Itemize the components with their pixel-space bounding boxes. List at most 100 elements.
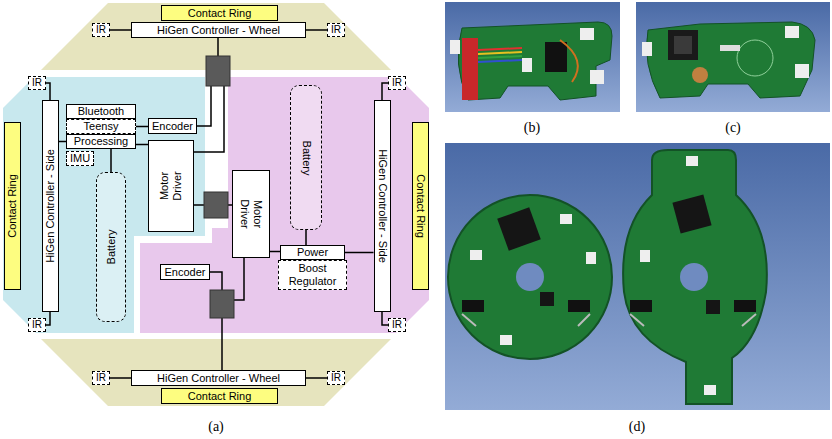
ir-sensor-box: IR [28,318,46,332]
photo-background [445,2,620,112]
ir-sensor-box: IR [327,371,345,385]
pcb-disc [448,195,612,359]
ir-sensor-box: IR [388,76,406,90]
pcb-board [623,150,767,404]
node-label: Teensy [84,120,119,133]
module-box: Teensy [66,119,136,134]
wire-connector [59,141,67,143]
panel-label: (c) [713,120,753,136]
node-label: IR [32,319,42,331]
wire [560,40,578,82]
module-box: Processing [66,134,136,149]
node-label: Contact Ring [6,126,19,286]
battery-cell [692,67,708,83]
node-label: IR [96,24,106,36]
photo-background [636,2,830,112]
panel-label: (a) [196,419,236,435]
panel-label: (d) [617,419,657,435]
ir-sensor-box: IR [327,23,345,37]
node-label: Motor Driver [158,164,184,208]
wire-connector [136,144,148,146]
wire [217,38,219,56]
microswitch [734,300,756,312]
panel-label: (b) [512,120,552,136]
wire-connector [136,126,148,128]
pcb-board [647,22,816,98]
board-hole [516,263,544,291]
contact-ring-box: Contact Ring [412,122,429,290]
module-box: Bluetooth [66,104,136,119]
node-label: HiGen Controller - Side [376,104,389,308]
node-label: IR [331,372,341,384]
wire [197,86,211,126]
motor-driver-box: Motor Driver [148,140,194,232]
ir-sensor-box: IR [388,318,406,332]
controller-box: HiGen Controller - Wheel [131,22,306,38]
bluetooth-module [462,38,478,100]
microswitch [462,300,484,312]
wire-connector [110,149,112,172]
node-label: IMU [70,152,90,165]
connector [795,64,809,78]
node-label: Encoder [152,120,193,133]
controller-box: HiGen Controller - Side [374,100,391,312]
ir-sensor-box: IR [28,76,46,90]
wire [194,86,224,152]
wire [478,60,522,62]
module-box: IMU [66,151,94,166]
wire [234,258,244,300]
encoder-box: Encoder [148,118,197,134]
ir-sensor-box: IR [92,371,110,385]
wire-connector [345,252,374,254]
node-label: Encoder [165,266,206,279]
wire-connector [306,29,327,31]
connector [590,70,604,84]
photo-background [445,143,830,410]
chip [540,292,554,306]
node-label: Contact Ring [188,7,252,20]
connector [586,252,596,264]
node-label: IR [392,77,402,89]
header [720,45,740,51]
motor-block [206,56,230,86]
node-label: Motor Driver [238,192,264,236]
node-label: Battery [300,89,313,226]
microswitch [568,300,590,312]
contact-ring-box: Contact Ring [4,122,21,290]
connector [640,250,650,262]
node-label: HiGen Controller - Wheel [157,372,280,385]
contact-ring-box: Contact Ring [161,5,278,21]
connector [580,28,594,40]
battery-holder [668,30,698,60]
wire-connector [270,251,280,253]
switch-lever [742,314,756,326]
board-hole [680,263,708,291]
connector [560,214,572,224]
controller-box: HiGen Controller - Side [42,100,59,312]
node-label: Bluetooth [78,105,124,118]
wire-connector [306,377,327,379]
right-region [140,77,429,333]
wire-connector [110,377,131,379]
motor-block [204,192,228,218]
battery-box: Battery [290,85,322,230]
wire-connector [305,230,307,245]
node-label: IR [392,319,402,331]
switch-lever [462,314,476,326]
wire [478,56,522,58]
node-label: Boost Regulator [279,262,346,288]
connector [500,335,512,345]
pcb-board [458,22,612,100]
node-label: Contact Ring [414,126,427,286]
chip [497,207,541,251]
node-label: HiGen Controller - Wheel [157,24,280,37]
node-label: IR [96,372,106,384]
switch-lever [630,314,644,326]
contact-ring-box: Contact Ring [161,388,278,404]
chip [545,42,567,72]
wire [478,48,522,50]
connector [642,42,652,56]
connector [522,58,532,72]
node-label: HiGen Controller - Side [44,104,57,308]
wire [210,272,222,290]
